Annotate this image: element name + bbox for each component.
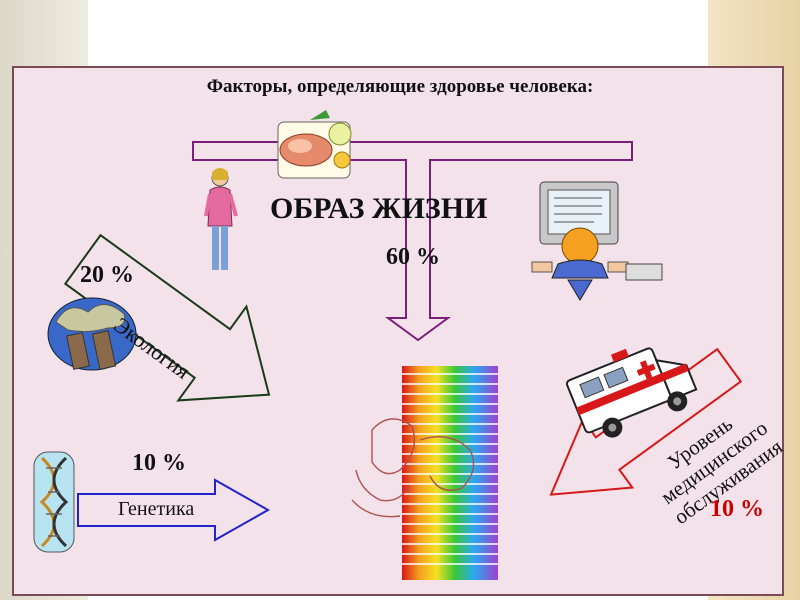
factory-icon bbox=[47, 297, 137, 371]
lifestyle-arrow bbox=[192, 141, 633, 342]
genetics-arrow bbox=[77, 478, 271, 542]
woman-icon bbox=[204, 168, 238, 270]
ecology-percent: 20 % bbox=[80, 262, 134, 288]
food-icon bbox=[277, 110, 352, 179]
computer-user-icon bbox=[531, 181, 663, 301]
ambulance-icon bbox=[565, 347, 698, 438]
lifestyle-percent: 60 % bbox=[386, 244, 440, 270]
medicine-percent: 10 % bbox=[710, 496, 764, 522]
genetics-percent: 10 % bbox=[132, 450, 186, 476]
genetics-label: Генетика bbox=[118, 498, 195, 520]
slide-title: Факторы, определяющие здоровье человека: bbox=[206, 76, 594, 97]
rainbow-human-icon bbox=[351, 366, 498, 580]
dna-icon bbox=[33, 451, 75, 553]
lifestyle-label: ОБРАЗ ЖИЗНИ bbox=[270, 192, 488, 225]
